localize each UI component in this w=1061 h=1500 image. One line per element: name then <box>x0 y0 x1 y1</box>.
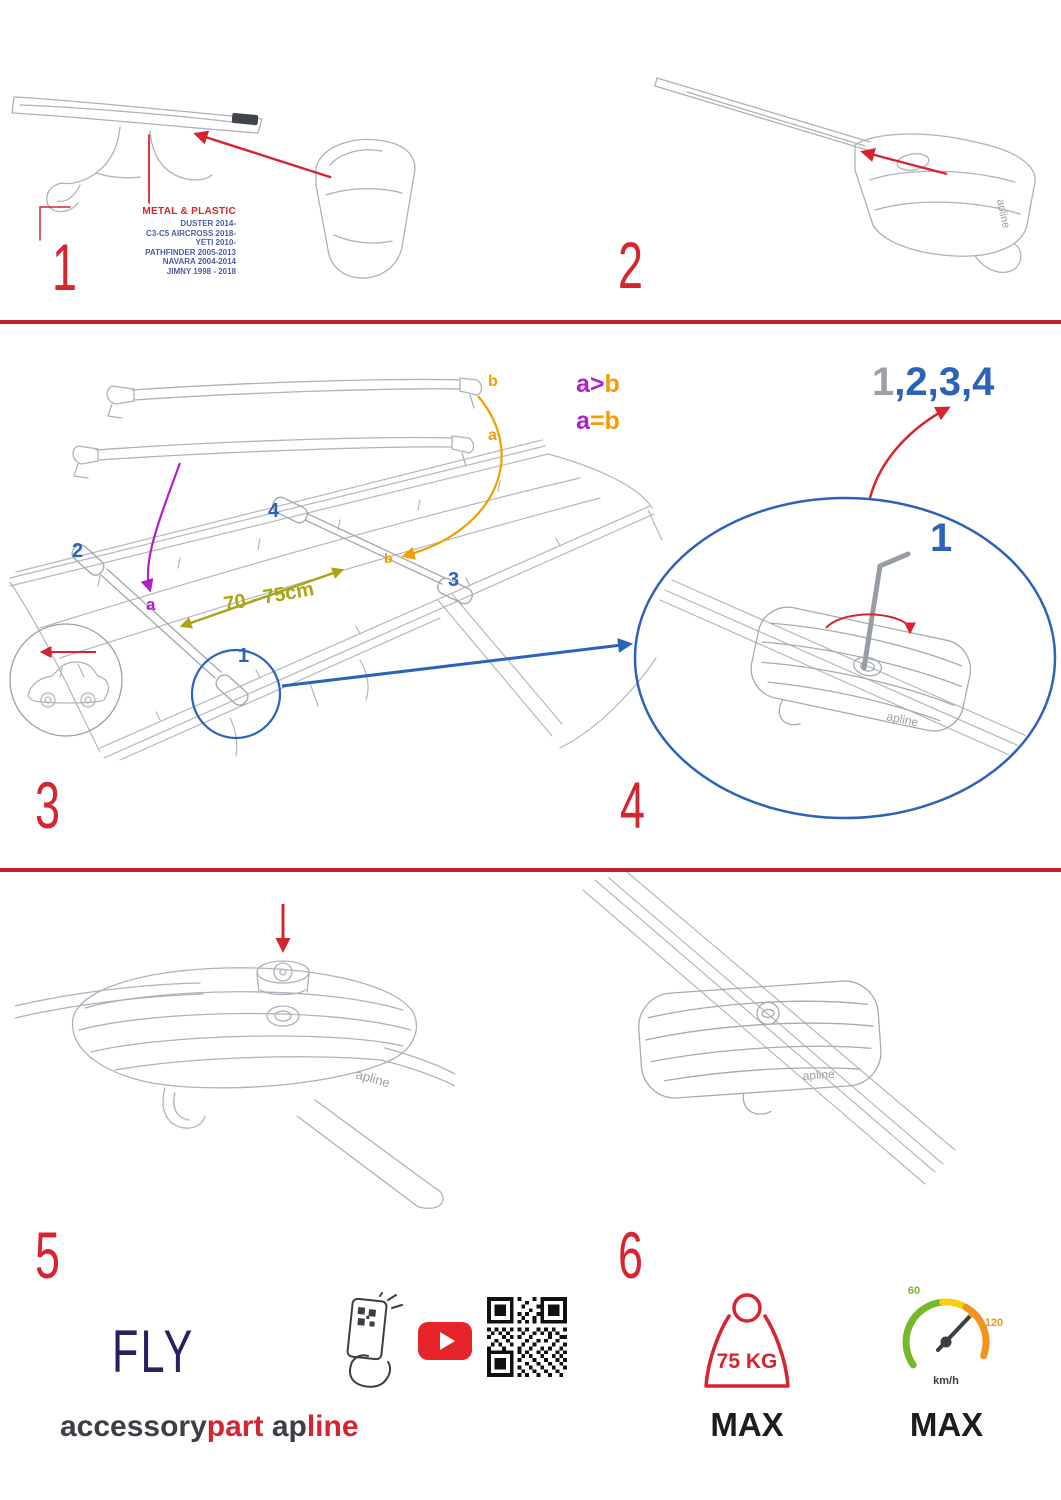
step2-number: 2 <box>618 228 643 302</box>
speed-max-label: MAX <box>909 1406 984 1443</box>
brand-line: line <box>306 1410 359 1443</box>
step1-illustration <box>0 35 440 305</box>
play-triangle-icon <box>439 1332 455 1350</box>
model-line: JIMNY 1998 - 2018 <box>166 266 236 276</box>
model-line: PATHFINDER 2005-2013 <box>145 247 236 257</box>
material-label: METAL & PLASTIC <box>142 206 236 217</box>
rule1-a: a <box>576 370 590 398</box>
position-label-4: 4 <box>268 500 280 522</box>
bar-label-a: a <box>488 427 497 444</box>
apline-logo-text: apline <box>885 709 920 729</box>
position-label-2: 2 <box>72 540 84 562</box>
phone-scan-icon <box>322 1292 412 1397</box>
apline-logo-text: apline <box>994 198 1012 229</box>
speedometer-icon: 60 120 km/h <box>884 1280 1009 1398</box>
step3-number: 3 <box>35 768 60 842</box>
position-label-3: 3 <box>448 569 460 591</box>
brand-accessory: accessory <box>60 1410 207 1443</box>
compatibility-list: METAL & PLASTIC DUSTER 2014- C3-C5 AIRCR… <box>92 206 236 277</box>
section-divider-1 <box>0 320 1061 324</box>
sequence-rest: ,2,3,4 <box>894 360 995 404</box>
apline-logo-text: apline <box>802 1067 835 1083</box>
model-line: NAVARA 2004-2014 <box>162 257 236 267</box>
speed-high-label: 120 <box>985 1317 1003 1329</box>
step3-step4-illustration: apline <box>0 328 1061 873</box>
weight-value: 75 KG <box>717 1350 778 1373</box>
step5-number: 5 <box>35 1218 60 1292</box>
weight-max-label: MAX <box>710 1406 784 1443</box>
weight-limit-icon: 75 KG <box>682 1288 812 1400</box>
speed-low-label: 60 <box>908 1285 920 1297</box>
position-label-1: 1 <box>238 645 250 667</box>
product-name: FLY <box>112 1318 195 1385</box>
step1-number: 1 <box>52 230 77 304</box>
rule1-op: > <box>589 370 605 398</box>
step4-number: 4 <box>620 768 645 842</box>
rule1-b: b <box>604 370 620 398</box>
tightening-sequence: 1,2,3,4 <box>872 362 994 402</box>
apline-logo-text: apline <box>354 1066 391 1090</box>
model-line: DUSTER 2014- <box>180 219 236 228</box>
step2-illustration: apline <box>645 50 1055 280</box>
car-label-b: b <box>384 550 393 566</box>
bar-label-b: b <box>488 373 498 390</box>
qr-code-icon <box>487 1297 567 1377</box>
youtube-icon <box>418 1322 472 1360</box>
step6-illustration: apline <box>535 872 965 1207</box>
sequence-callout-1: 1 <box>930 516 953 560</box>
rule2-op: = <box>589 407 605 435</box>
step6-number: 6 <box>618 1218 643 1292</box>
model-line: C3-C5 AIRCROSS 2018- <box>146 228 236 238</box>
step5-illustration: apline <box>15 888 455 1223</box>
section-divider-2 <box>0 868 1061 872</box>
rule2-b: b <box>604 407 620 435</box>
model-line: YETI 2010- <box>195 238 236 248</box>
speed-unit-label: km/h <box>933 1375 959 1387</box>
car-label-a: a <box>146 595 156 614</box>
brand-part: part <box>206 1410 264 1443</box>
sequence-first: 1 <box>872 360 895 404</box>
brand-wordmark: accessorypart apline <box>60 1412 359 1442</box>
brand-ap: ap <box>271 1410 307 1443</box>
rule2-a: a <box>576 407 590 435</box>
